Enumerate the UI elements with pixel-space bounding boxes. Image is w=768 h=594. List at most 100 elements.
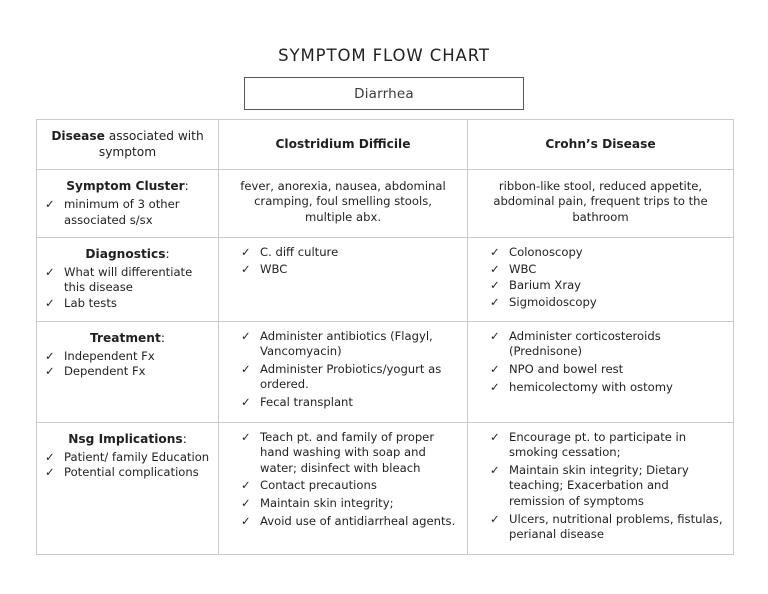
list-item: ✓ Administer Probiotics/yogurt as ordered…: [241, 362, 459, 393]
check-icon: ✓: [241, 244, 251, 259]
list-item: ✓ Lab tests: [45, 296, 210, 311]
list-item: ✓ Contact precautions: [241, 478, 459, 493]
list-item: ✓ C. diff culture: [241, 245, 459, 260]
symptom-label: Diarrhea: [354, 85, 414, 102]
check-icon: ✓: [490, 511, 500, 526]
symptom-box: Diarrhea: [244, 77, 524, 110]
check-icon: ✓: [490, 261, 500, 276]
column-header-crohns: Crohn’s Disease: [467, 118, 734, 171]
check-icon: ✓: [490, 329, 500, 344]
category-title-colon: :: [182, 432, 187, 447]
list-item-label: Patient/ family Education: [64, 450, 210, 465]
list-item-label: Independent Fx: [64, 349, 155, 364]
list-item: ✓ Maintain skin integrity; Dietary teachi…: [490, 463, 725, 509]
crohns-cell-list: ✓ Administer corticosteroids (Prednisone)…: [476, 329, 725, 395]
check-icon: ✓: [45, 349, 55, 364]
list-item-label: Administer corticosteroids (Prednisone): [509, 329, 661, 359]
list-item-label: Encourage pt. to participate in smoking …: [509, 430, 687, 460]
category-list: ✓ Independent Fx✓Dependent Fx: [45, 349, 210, 380]
list-item-label: Avoid use of antidiarrheal agents.: [260, 514, 456, 529]
list-item-label: Barium Xray: [509, 278, 582, 293]
list-item: ✓ Independent Fx: [45, 349, 210, 364]
list-item-label: Ulcers, nutritional problems, fistulas, …: [509, 511, 723, 541]
check-icon: ✓: [241, 362, 251, 377]
check-icon: ✓: [241, 261, 251, 276]
category-list: ✓ What will differentiate this disease ✓ La…: [45, 265, 210, 311]
cdiff-cell: ✓ C. diff culture ✓ WBC: [218, 236, 468, 323]
cdiff-cell-list: ✓ C. diff culture ✓ WBC: [227, 245, 459, 277]
list-item: ✓ Avoid use of antidiarrheal agents.: [241, 514, 459, 529]
crohns-cell: ✓ Administer corticosteroids (Prednisone)…: [467, 321, 734, 424]
table-row: Nsg Implications: ✓ Patient/ family Educat…: [36, 422, 734, 555]
crohns-cell-list: ✓Colonoscopy✓WBC✓Barium Xray✓Sigmoidosco…: [476, 245, 725, 311]
category-title: Nsg Implications:: [45, 431, 210, 447]
check-icon: ✓: [490, 278, 500, 293]
list-item-label: What will differentiate this disease: [64, 264, 193, 295]
list-item: ✓Dependent Fx: [45, 364, 210, 379]
check-icon: ✓: [241, 329, 251, 344]
list-item: ✓ Potential complications: [45, 465, 210, 480]
symptom-flow-table: Disease associated with symptom Clostrid…: [36, 118, 734, 555]
crohns-cell: ribbon-like stool, reduced appetite, abd…: [467, 169, 734, 238]
list-item: ✓ WBC: [241, 262, 459, 277]
list-item: ✓ WBC: [490, 262, 725, 277]
list-item: ✓ Patient/ family Education: [45, 450, 210, 465]
check-icon: ✓: [45, 197, 55, 212]
list-item: ✓ Encourage pt. to participate in smoking…: [490, 430, 725, 461]
list-item-label: WBC: [509, 261, 537, 276]
list-item-label: Maintain skin integrity;: [260, 496, 394, 511]
check-icon: ✓: [45, 295, 55, 310]
cdiff-cell: fever, anorexia, nausea, abdominal cramp…: [218, 169, 468, 238]
category-title-text: Treatment: [90, 331, 161, 346]
list-item-label: Dependent Fx: [64, 364, 146, 379]
category-title-text: Symptom Cluster: [66, 179, 185, 194]
category-title: Treatment:: [45, 330, 210, 346]
list-item: ✓ Ulcers, nutritional problems, fistulas,…: [490, 512, 725, 543]
check-icon: ✓: [241, 496, 251, 511]
column-header-disease: Disease associated with symptom: [36, 118, 219, 171]
list-item: ✓Fecal transplant: [241, 395, 459, 410]
check-icon: ✓: [490, 430, 500, 445]
category-title-text: Nsg Implications: [68, 432, 183, 447]
list-item-label: Administer Probiotics/yogurt as ordered.: [260, 362, 442, 392]
list-item-label: C. diff culture: [260, 244, 339, 259]
list-item-label: Contact precautions: [260, 478, 377, 493]
check-icon: ✓: [490, 244, 500, 259]
category-title-colon: :: [160, 331, 165, 346]
check-icon: ✓: [490, 295, 500, 310]
cell-paragraph: ribbon-like stool, reduced appetite, abd…: [493, 179, 708, 224]
list-item-label: Maintain skin integrity; Dietary teachin…: [509, 463, 689, 508]
list-item-label: hemicolectomy with ostomy: [509, 379, 673, 394]
list-item-label: Fecal transplant: [260, 395, 353, 410]
category-list: ✓ minimum of 3 other associated s/sx: [45, 197, 210, 228]
check-icon: ✓: [241, 478, 251, 493]
check-icon: ✓: [45, 450, 55, 465]
check-icon: ✓: [45, 465, 55, 480]
list-item: ✓Colonoscopy: [490, 245, 725, 260]
list-item-label: Administer antibiotics (Flagyl, Vancomya…: [260, 329, 433, 359]
list-item: ✓ Sigmoidoscopy: [490, 295, 725, 310]
column-header-cdiff: Clostridium Difficile: [218, 118, 468, 171]
check-icon: ✓: [241, 430, 251, 445]
category-title-colon: :: [165, 246, 170, 261]
cdiff-cell: ✓Teach pt. and family of proper hand was…: [218, 422, 468, 555]
category-title-text: Diagnostics: [85, 246, 166, 261]
list-item-label: Lab tests: [64, 295, 117, 310]
list-item-label: minimum of 3 other associated s/sx: [64, 197, 180, 227]
category-title-colon: :: [184, 179, 189, 194]
list-item-label: Sigmoidoscopy: [509, 295, 597, 310]
list-item-label: Potential complications: [64, 465, 199, 480]
cdiff-cell-list: ✓ Administer antibiotics (Flagyl, Vancomy…: [227, 329, 459, 410]
category-title: Symptom Cluster:: [45, 178, 210, 194]
check-icon: ✓: [45, 264, 55, 279]
list-item-label: WBC: [260, 261, 288, 276]
table-row: Symptom Cluster: ✓ minimum of 3 other asso…: [36, 169, 734, 238]
check-icon: ✓: [490, 463, 500, 478]
list-item: ✓ Administer antibiotics (Flagyl, Vancomy…: [241, 329, 459, 360]
category-cell: Nsg Implications: ✓ Patient/ family Educat…: [36, 422, 219, 555]
list-item: ✓ Barium Xray: [490, 278, 725, 293]
page-title: SYMPTOM FLOW CHART: [278, 46, 490, 65]
check-icon: ✓: [241, 514, 251, 529]
list-item: ✓ Administer corticosteroids (Prednisone): [490, 329, 725, 360]
table-row: Treatment:✓Independent Fx✓Dependent Fx✓A…: [36, 321, 734, 424]
